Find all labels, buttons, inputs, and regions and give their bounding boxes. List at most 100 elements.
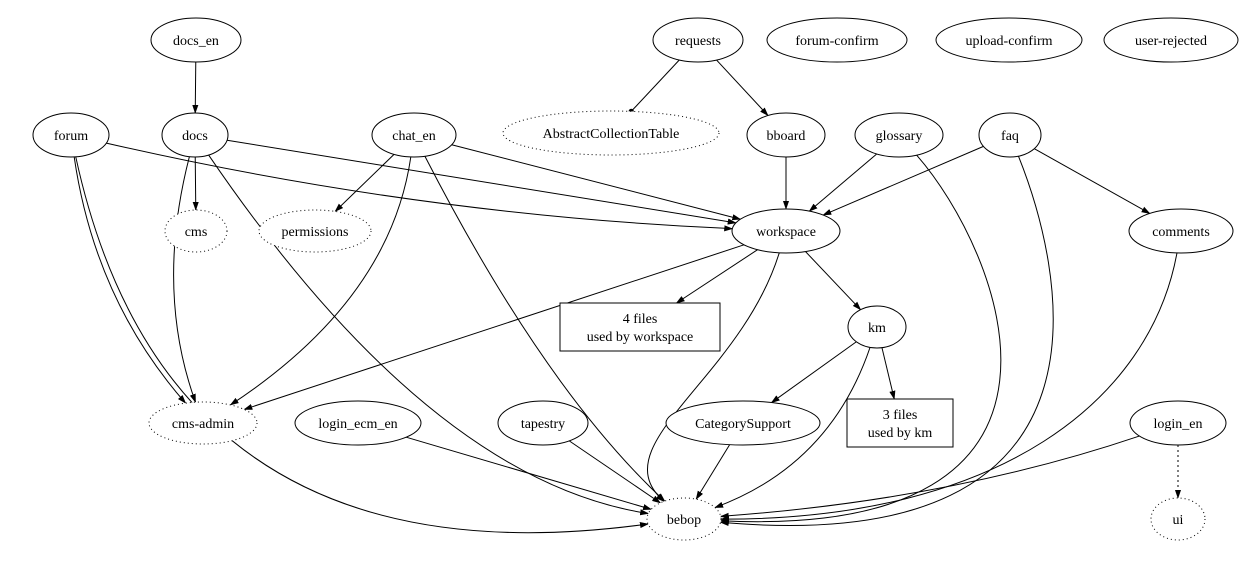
edge-faq-workspace [822,145,984,216]
edge-docs-cms [192,156,199,211]
node-tapestry: tapestry [497,400,589,446]
node-faq: faq [978,112,1042,158]
node-label-cms_admin: cms-admin [172,417,234,432]
node-shape-docs_en [150,17,242,63]
edge-docs_en-docs [192,61,199,114]
node-label-glossary: glossary [876,129,923,144]
node-bboard: bboard [746,112,826,158]
node-label-ui: ui [1173,513,1184,528]
edge-workspace-files4 [675,249,758,304]
node-CategorySupport: CategorySupport [665,400,821,446]
edge-km-CategorySupport [770,341,857,404]
edge-chat_en-cms_admin [229,156,412,406]
node-shape-cms [164,209,228,253]
node-shape-faq [978,112,1042,158]
node-upload_confirm: upload-confirm [935,17,1083,63]
node-shape-files3 [846,398,954,448]
edge-chat_en-permissions [334,153,395,213]
edge-login_en-bebop [719,435,1140,519]
node-shape-forum_confirm [766,17,908,63]
node-comments: comments [1128,208,1234,254]
node-chat_en: chat_en [371,112,457,158]
node-ui: ui [1150,497,1206,541]
node-cms: cms [164,209,228,253]
edge-CategorySupport-bebop [695,444,731,500]
node-shape-bebop [646,497,722,541]
node-shape-permissions [258,209,372,253]
node-files4: 4 files used by workspace [559,302,721,352]
node-bebop: bebop [646,497,722,541]
node-forum: forum [32,112,110,158]
edge-forum-workspace [106,142,734,232]
edge-km-files3 [881,347,896,400]
edge-faq-bebop [719,155,1054,527]
node-label-forum_confirm: forum-confirm [795,34,878,49]
nodes-layer: docs_en requests forum-confirm upload-confi… [32,17,1239,541]
node-label2-files4: used by workspace [587,330,694,345]
node-docs: docs [161,112,229,158]
node-label-permissions: permissions [282,225,349,240]
node-km: km [847,305,907,349]
node-shape-login_ecm_en [294,400,422,446]
node-label-act: AbstractCollectionTable [543,127,680,142]
node-shape-upload_confirm [935,17,1083,63]
node-shape-docs [161,112,229,158]
node-label-chat_en: chat_en [392,129,436,144]
edge-docs-workspace [226,139,737,225]
node-shape-files4 [559,302,721,352]
edge-workspace-km [805,251,862,311]
node-user_rejected: user-rejected [1103,17,1239,63]
node-shape-requests [652,17,744,63]
edge-glossary-bebop [719,154,1002,525]
node-shape-workspace [731,208,841,254]
edge-chat_en-workspace [451,144,742,221]
node-label2-files3: used by km [868,426,933,441]
node-label-docs_en: docs_en [173,34,219,49]
node-shape-ui [1150,497,1206,541]
node-shape-tapestry [497,400,589,446]
node-shape-bboard [746,112,826,158]
node-shape-chat_en [371,112,457,158]
node-label-workspace: workspace [756,225,816,240]
edge-docs-cms_admin [173,156,196,404]
node-shape-cms_admin [148,401,258,445]
node-docs_en: docs_en [150,17,242,63]
node-label-upload_confirm: upload-confirm [965,34,1052,49]
node-label-files4: 4 files [623,312,658,327]
edge-workspace-bebop [647,252,780,502]
node-label-user_rejected: user-rejected [1135,34,1207,49]
node-permissions: permissions [258,209,372,253]
node-label-comments: comments [1152,225,1210,240]
node-shape-km [847,305,907,349]
node-shape-forum [32,112,110,158]
edge-requests-act [628,59,680,115]
node-shape-CategorySupport [665,400,821,446]
node-label-bboard: bboard [767,129,806,144]
edge-tapestry-bebop [568,440,662,504]
node-label-login_en: login_en [1154,417,1203,432]
node-act: AbstractCollectionTable [502,110,720,156]
node-cms_admin: cms-admin [148,401,258,445]
node-label-tapestry: tapestry [521,417,565,432]
node-label-CategorySupport: CategorySupport [695,417,791,432]
edge-forum-cms_admin [73,156,187,404]
node-label-docs: docs [182,129,208,144]
node-login_en: login_en [1129,400,1227,446]
node-shape-act [502,110,720,156]
node-label-forum: forum [54,129,88,144]
node-label-bebop: bebop [667,513,701,528]
edge-forum-bebop [75,156,649,534]
edge-requests-bboard [716,59,769,117]
node-requests: requests [652,17,744,63]
edge-glossary-workspace [808,153,878,212]
node-shape-user_rejected [1103,17,1239,63]
node-label-km: km [868,321,886,336]
edge-chat_en-bebop [424,156,666,502]
node-workspace: workspace [731,208,841,254]
node-label-requests: requests [675,34,721,49]
node-shape-glossary [854,112,944,158]
edge-comments-bebop [720,252,1178,523]
